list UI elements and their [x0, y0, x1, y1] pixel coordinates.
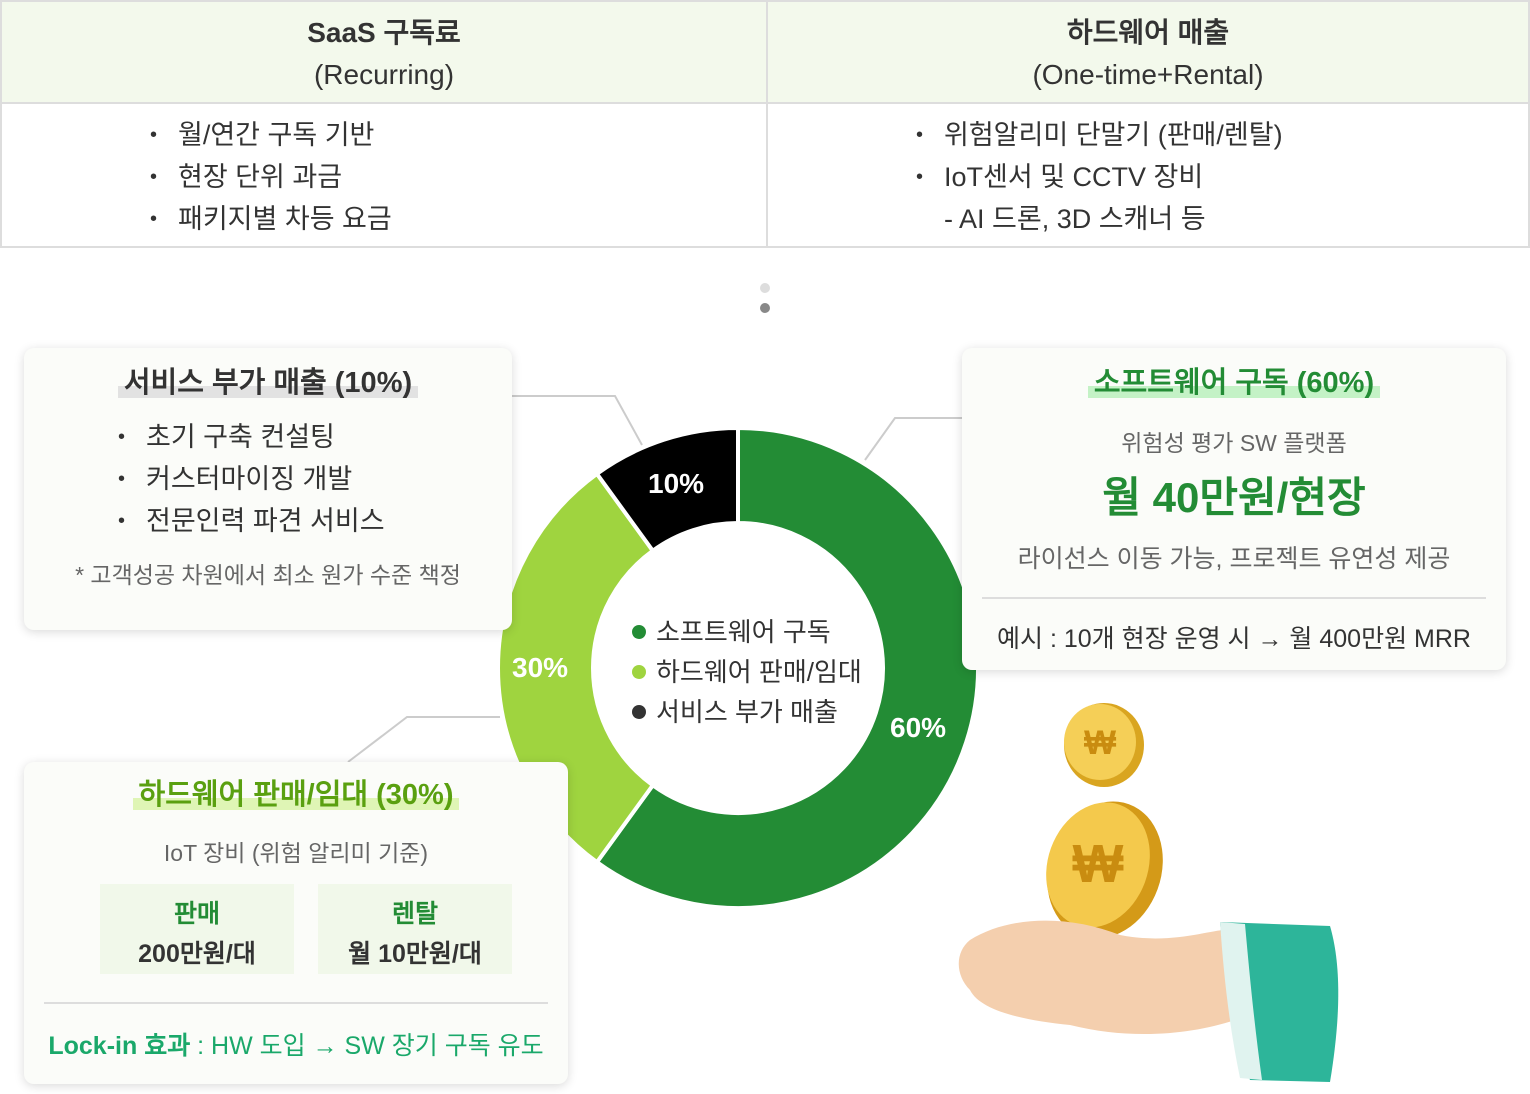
list-subitem: - AI 드론, 3D 스캐너 등: [944, 204, 1206, 234]
header-title: 하드웨어 매출: [1066, 17, 1230, 48]
coin-icon: ₩: [1064, 703, 1144, 787]
list-item: 패키지별 차등 요금: [150, 198, 766, 240]
list-item: 위험알리미 단말기 (판매/렌탈): [916, 114, 1528, 156]
svg-text:₩: ₩: [1084, 724, 1117, 762]
slice-label-service: 10%: [648, 468, 705, 499]
item-text: 커스터마이징 개발: [146, 464, 353, 494]
connector-line: [864, 417, 962, 461]
cell-hardware: 위험알리미 단말기 (판매/렌탈) IoT센서 및 CCTV 장비 - AI 드…: [766, 104, 1528, 246]
list-item: •전문인력 파견 서비스: [118, 506, 385, 536]
lockin-label: Lock-in 효과: [48, 1032, 191, 1060]
list-item: IoT센서 및 CCTV 장비: [916, 156, 1528, 198]
software-subtitle: 위험성 평가 SW 플랫폼: [1121, 430, 1347, 456]
separator-dot: [760, 283, 770, 293]
legend-label: 서비스 부가 매출: [656, 697, 838, 727]
software-price: 월 40만원/현장: [1102, 474, 1366, 521]
legend-swatch: [632, 705, 646, 719]
hand-icon: [958, 920, 1235, 1035]
service-title: 서비스 부가 매출 (10%): [117, 368, 419, 398]
connector-line: [347, 716, 500, 763]
service-note: * 고객성공 차원에서 최소 원가 수준 책정: [75, 562, 461, 588]
legend-swatch: [632, 625, 646, 639]
software-title: 소프트웨어 구독 (60%): [1087, 368, 1381, 398]
service-box: 서비스 부가 매출 (10%) •초기 구축 컨설팅 •커스터마이징 개발 •전…: [24, 348, 512, 630]
list-item: •초기 구축 컨설팅: [118, 422, 335, 452]
legend-item: 서비스 부가 매출: [632, 692, 838, 729]
hardware-box: 하드웨어 판매/임대 (30%) IoT 장비 (위험 알리미 기준) 판매 20…: [24, 762, 568, 1084]
hardware-subtitle: IoT 장비 (위험 알리미 기준): [163, 840, 429, 866]
option-label: 렌탈: [391, 900, 438, 928]
header-hardware: 하드웨어 매출 (One-time+Rental): [766, 2, 1528, 104]
item-text: 초기 구축 컨설팅: [146, 422, 335, 452]
legend-label: 소프트웨어 구독: [656, 617, 831, 647]
slice-service: [594, 425, 740, 554]
separator-dot: [760, 303, 770, 313]
option-sale: 판매 200만원/대: [100, 884, 294, 974]
item-text: 전문인력 파견 서비스: [146, 506, 385, 536]
cell-saas: 월/연간 구독 기반 현장 단위 과금 패키지별 차등 요금: [2, 104, 766, 246]
hardware-title: 하드웨어 판매/임대 (30%): [132, 780, 460, 810]
legend-swatch: [632, 665, 646, 679]
software-box: 소프트웨어 구독 (60%) 위험성 평가 SW 플랫폼 월 40만원/현장 라…: [962, 348, 1506, 670]
software-desc: 라이선스 이동 가능, 프로젝트 유연성 제공: [1017, 545, 1451, 573]
software-example: 예시 : 10개 현장 운영 시 → 월 400만원 MRR: [982, 597, 1486, 655]
option-price: 월 10만원/대: [348, 940, 482, 968]
connector-line: [512, 395, 643, 446]
hand-coins-illustration: ₩ ₩: [958, 703, 1339, 1082]
option-price: 200만원/대: [138, 940, 256, 968]
revenue-table: SaaS 구독료 (Recurring) 하드웨어 매출 (One-time+Ren…: [0, 0, 1530, 248]
lockin-text: : HW 도입 → SW 장기 구독 유도: [190, 1032, 544, 1060]
header-title: SaaS 구독료: [307, 17, 461, 48]
list-item: 월/연간 구독 기반: [150, 114, 766, 156]
coin-icon: ₩: [1046, 801, 1163, 939]
option-label: 판매: [173, 900, 220, 928]
slice-label-software: 60%: [890, 712, 947, 743]
legend-item: 소프트웨어 구독: [632, 612, 831, 649]
lockin-line: Lock-in 효과 : HW 도입 → SW 장기 구독 유도: [44, 1002, 548, 1062]
legend-label: 하드웨어 판매/임대: [656, 657, 862, 687]
slice-label-hardware: 30%: [512, 652, 569, 683]
legend-item: 하드웨어 판매/임대: [632, 652, 862, 689]
header-sub: (Recurring): [313, 59, 455, 90]
list-item: 현장 단위 과금: [150, 156, 766, 198]
header-saas: SaaS 구독료 (Recurring): [2, 2, 766, 104]
slice-software: [594, 425, 980, 910]
list-item: •커스터마이징 개발: [118, 464, 353, 494]
svg-text:₩: ₩: [1073, 834, 1124, 894]
header-sub: (One-time+Rental): [1032, 59, 1264, 90]
